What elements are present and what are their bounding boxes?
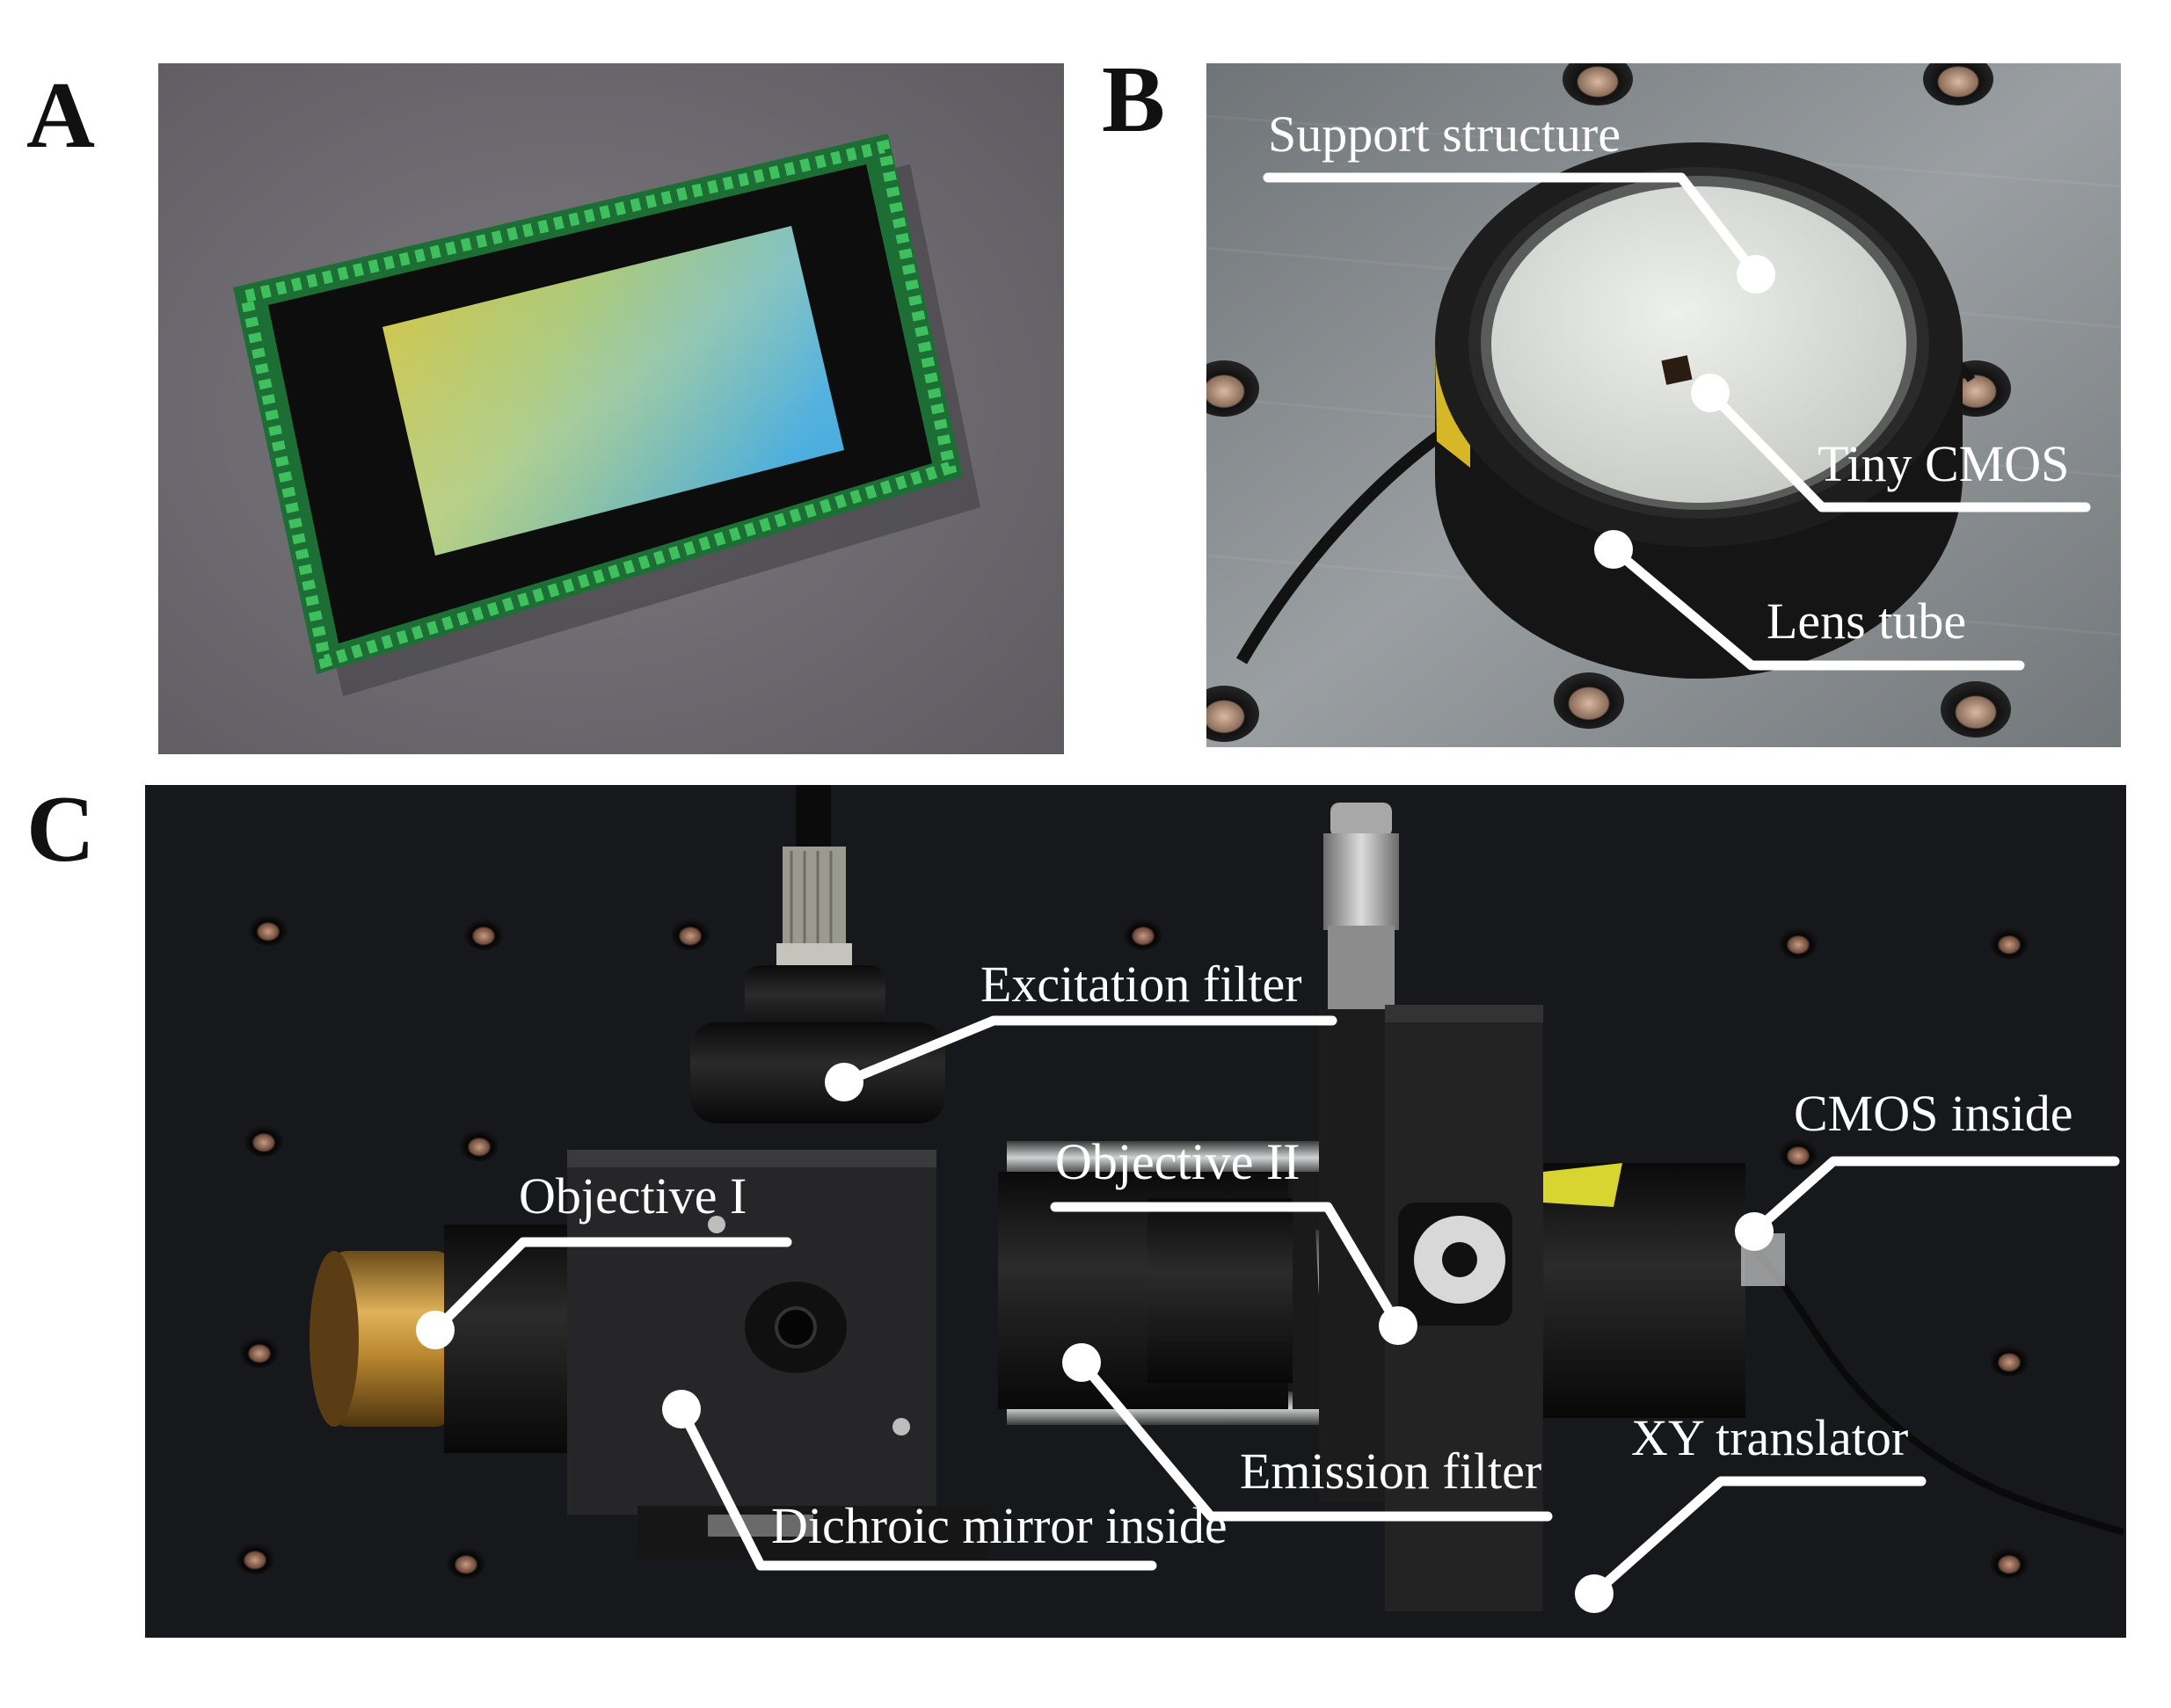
fiber-connector [783,847,846,952]
panel-a-letter: A [26,63,95,168]
excitation-filter-label: Excitation filter [980,956,1302,1013]
assembly-image: Excitation filter Objective I Objective … [145,785,2126,1638]
dichroic-mirror-label: Dichroic mirror inside [771,1497,1228,1554]
objective-ii-label: Objective II [1055,1133,1300,1190]
cmos-sensor-image [158,63,1064,754]
panel-b-callouts: Support structure Tiny CMOS Lens tube [1263,105,2091,671]
cmos-camera-tube [1543,1163,1745,1418]
support-structure-label: Support structure [1268,105,1621,163]
cmos-inside-label: CMOS inside [1794,1085,2073,1142]
xy-translator-label: XY translator [1631,1409,1908,1466]
tiny-cmos-chip [1661,355,1693,385]
panel-c-assembly-photo: Excitation filter Objective I Objective … [145,785,2126,1638]
callout-lines [430,1015,2120,1599]
panel-c-letter: C [26,777,95,882]
panel-b-letter: B [1102,47,1166,152]
support-structure [1491,186,1906,503]
objective-i-brass [330,1251,453,1427]
emission-filter-label: Emission filter [1240,1443,1541,1500]
table-holes [1206,63,2011,742]
lens-tube-label: Lens tube [1767,592,1966,650]
micrometer [1323,833,1399,930]
objective-i-label: Objective I [519,1167,747,1225]
panel-a-cmos-sensor-photo [158,63,1064,754]
callout-dots [416,1063,1774,1613]
tiny-cmos-label: Tiny CMOS [1818,435,2069,492]
